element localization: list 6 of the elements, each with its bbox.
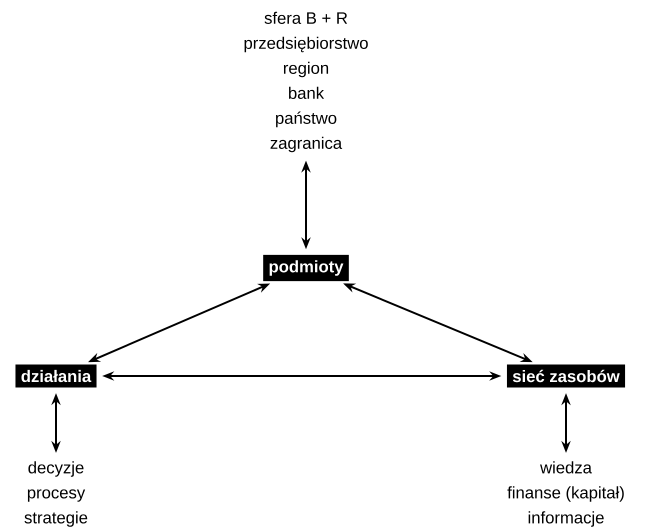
- label-box: podmioty: [263, 254, 349, 282]
- label-box: sieć zasobów: [506, 364, 626, 388]
- text-list: decyzje procesy strategie: [24, 461, 88, 527]
- text-list: sfera B + R przedsiębiorstwo region bank państwo zagranica: [244, 12, 368, 152]
- text-list: wiedza finanse (kapitał) informacje: [507, 461, 624, 527]
- label-box: działania: [15, 364, 97, 388]
